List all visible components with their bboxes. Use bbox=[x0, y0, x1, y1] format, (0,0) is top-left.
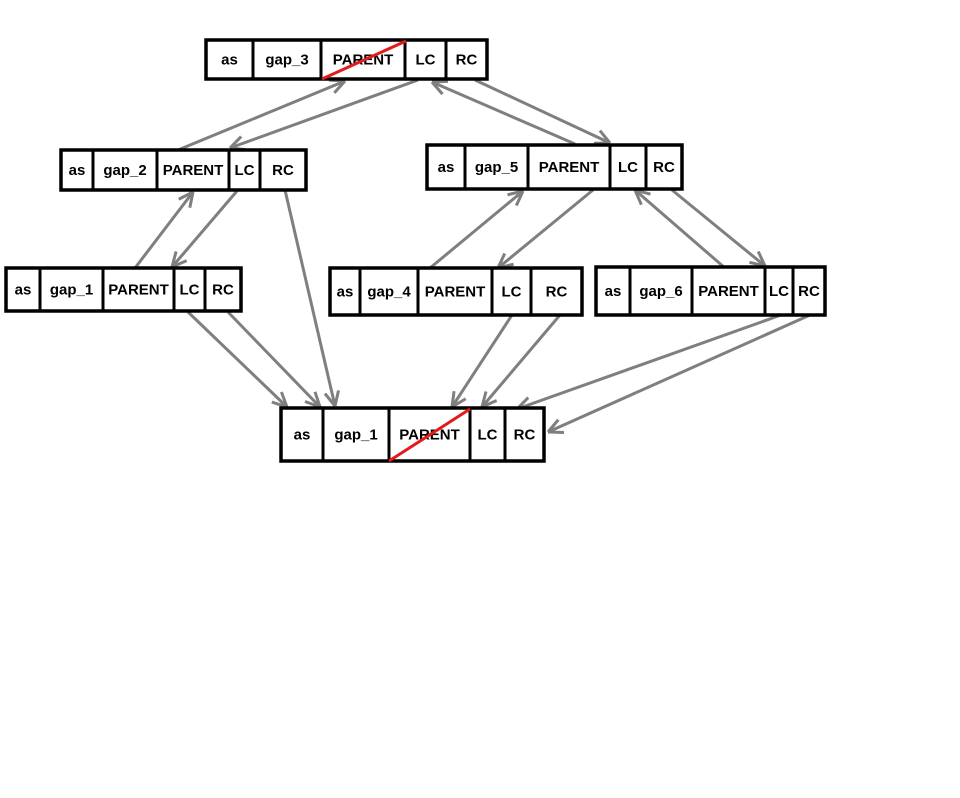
arrowhead-icon bbox=[271, 400, 288, 409]
parent-strikethrough bbox=[388, 407, 471, 463]
node-gap-2: as gap_2 PARENT LC RC bbox=[59, 148, 308, 192]
cell-rc: RC bbox=[653, 159, 675, 176]
arrowhead-icon bbox=[178, 190, 194, 201]
cell-rc: RC bbox=[456, 52, 478, 69]
cell-rc: RC bbox=[798, 283, 820, 300]
cell-as: as bbox=[294, 427, 311, 444]
arrow bbox=[633, 188, 726, 270]
arrowhead-icon bbox=[171, 259, 188, 269]
cell-rc: RC bbox=[514, 427, 536, 444]
cell-lc: LC bbox=[235, 162, 255, 179]
arrow bbox=[186, 310, 289, 409]
cell-parent: PARENT bbox=[698, 283, 759, 300]
arrowhead-icon bbox=[481, 399, 498, 409]
node-box bbox=[279, 406, 546, 463]
cell-lc: LC bbox=[180, 282, 200, 299]
arrowhead-icon bbox=[333, 80, 347, 94]
arrowhead-icon bbox=[188, 191, 195, 208]
arrowhead-icon bbox=[333, 390, 340, 407]
node-gap-6: as gap_6 PARENT LC RC bbox=[594, 265, 827, 317]
cell-lc: LC bbox=[478, 427, 498, 444]
arrow bbox=[450, 314, 514, 409]
node-box bbox=[4, 266, 243, 313]
arrow bbox=[283, 189, 340, 407]
cell-gap-1: gap_1 bbox=[334, 427, 377, 444]
cell-lc: LC bbox=[416, 52, 436, 69]
arrowhead-icon bbox=[598, 129, 612, 144]
arrow bbox=[429, 189, 525, 270]
arrowhead-icon bbox=[480, 391, 488, 408]
arrowhead-icon bbox=[507, 189, 524, 197]
arrow bbox=[474, 78, 612, 145]
cell-gap-5: gap_5 bbox=[475, 159, 518, 176]
arrowhead-icon bbox=[514, 190, 525, 207]
cell-gap-6: gap_6 bbox=[639, 283, 682, 300]
cell-parent: PARENT bbox=[108, 282, 169, 299]
arrowhead-icon bbox=[304, 400, 321, 409]
cell-parent: PARENT bbox=[163, 162, 224, 179]
arrowhead-icon bbox=[228, 135, 243, 150]
cell-rc: RC bbox=[212, 282, 234, 299]
node-box bbox=[594, 265, 827, 317]
arrowhead-icon bbox=[170, 251, 178, 268]
node-box bbox=[59, 148, 308, 192]
cell-parent: PARENT bbox=[539, 159, 600, 176]
parent-strikethrough bbox=[321, 39, 407, 81]
cell-parent: PARENT bbox=[425, 284, 486, 301]
node-gap-1: as gap_1 PARENT LC RC bbox=[4, 266, 243, 313]
arrow bbox=[480, 314, 562, 409]
cell-lc: LC bbox=[618, 159, 638, 176]
cell-gap-3: gap_3 bbox=[265, 52, 308, 69]
arrow bbox=[671, 188, 767, 268]
cell-as: as bbox=[337, 284, 354, 301]
cell-as: as bbox=[605, 283, 622, 300]
cell-as: as bbox=[69, 162, 86, 179]
arrowhead-icon bbox=[450, 390, 456, 408]
arrow bbox=[170, 190, 239, 269]
arrowhead-icon bbox=[280, 391, 289, 408]
arrow bbox=[430, 79, 576, 146]
cell-lc: LC bbox=[502, 284, 522, 301]
cell-gap-2: gap_2 bbox=[103, 162, 146, 179]
arrowhead-icon bbox=[496, 252, 507, 269]
node-box bbox=[328, 266, 584, 317]
node-gap-5: as gap_5 PARENT LC RC bbox=[425, 143, 684, 191]
arrow bbox=[546, 313, 811, 434]
arrowhead-icon bbox=[633, 189, 643, 206]
arrowhead-icon bbox=[546, 418, 560, 433]
arrowhead-icon bbox=[756, 250, 767, 267]
cell-as: as bbox=[221, 52, 238, 69]
cell-lc: LC bbox=[769, 283, 789, 300]
cell-gap-4: gap_4 bbox=[367, 284, 411, 301]
cell-as: as bbox=[15, 282, 32, 299]
cell-as: as bbox=[438, 159, 455, 176]
cell-gap-1: gap_1 bbox=[50, 282, 93, 299]
arrow bbox=[133, 190, 195, 269]
cell-rc: RC bbox=[546, 284, 568, 301]
arrowhead-icon bbox=[430, 81, 444, 96]
node-gap-4: as gap_4 PARENT LC RC bbox=[328, 266, 584, 317]
arrowhead-icon bbox=[313, 391, 322, 408]
cell-rc: RC bbox=[272, 162, 294, 179]
arrow bbox=[515, 313, 782, 413]
arrowhead-icon bbox=[451, 397, 467, 409]
arrow bbox=[226, 310, 322, 409]
arrowhead-icon bbox=[431, 79, 449, 84]
node-box bbox=[425, 143, 684, 191]
arrowhead-icon bbox=[323, 392, 337, 407]
